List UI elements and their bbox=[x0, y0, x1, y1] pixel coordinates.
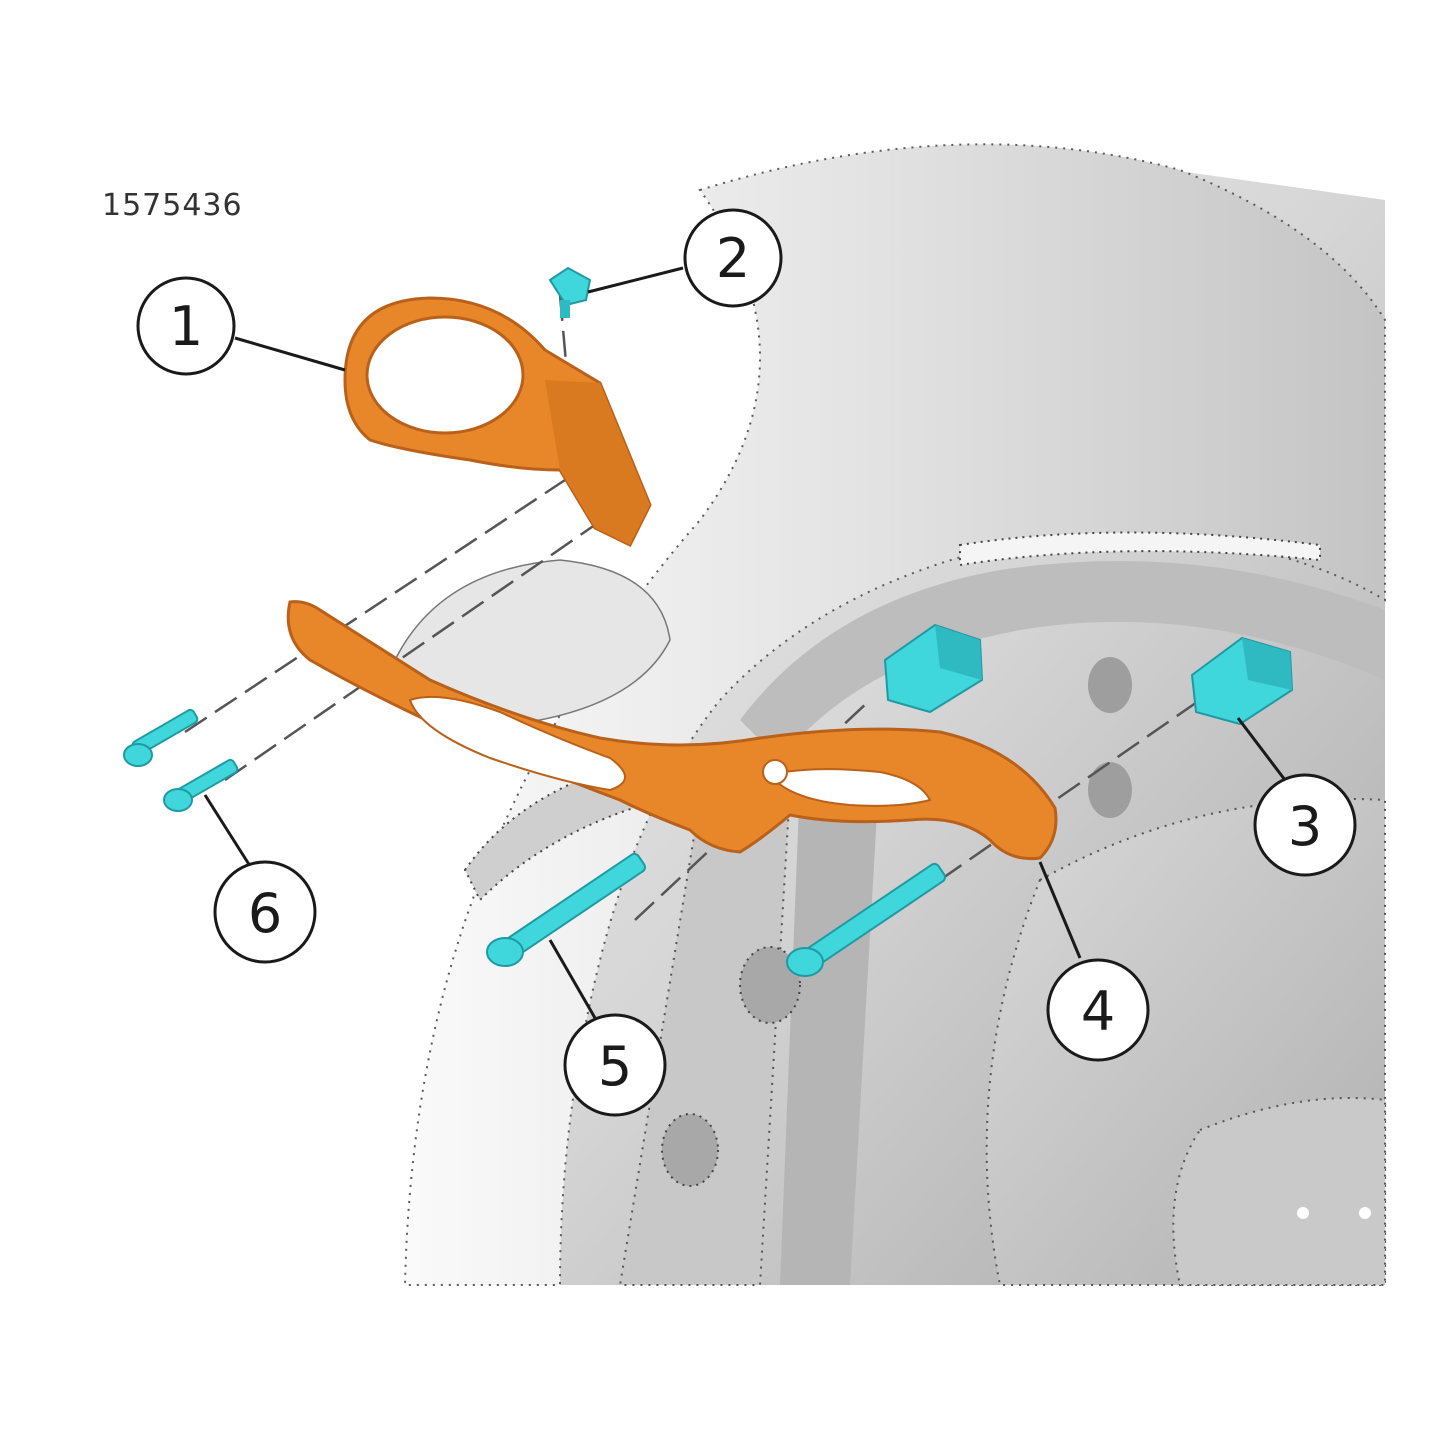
callout-number: 3 bbox=[1288, 795, 1322, 858]
callout-1: 1 bbox=[136, 276, 236, 376]
disc-hub bbox=[1172, 1097, 1386, 1286]
callout-number: 1 bbox=[169, 295, 203, 358]
fender bbox=[403, 143, 1386, 1286]
callout-5: 5 bbox=[563, 1013, 667, 1117]
callout-leaders bbox=[203, 266, 1287, 1019]
bolt-left bbox=[486, 852, 646, 967]
callout-number: 6 bbox=[248, 882, 282, 945]
screw-top bbox=[548, 266, 592, 318]
bracket-slot bbox=[768, 768, 932, 807]
bracket-hole bbox=[762, 759, 788, 785]
callout-6: 6 bbox=[213, 860, 317, 964]
figure-id-label: 1575436 bbox=[102, 188, 243, 223]
mount-boss bbox=[1088, 657, 1132, 713]
spacer-left bbox=[883, 623, 984, 714]
disc-hole bbox=[1297, 1207, 1309, 1219]
bracket-part bbox=[286, 600, 1058, 861]
callout-number: 4 bbox=[1081, 980, 1115, 1043]
mount-boss bbox=[661, 1113, 719, 1187]
callout-number: 5 bbox=[598, 1035, 632, 1098]
bolt-right bbox=[786, 862, 946, 977]
screw-left-upper bbox=[123, 708, 199, 767]
callout-3: 3 bbox=[1253, 773, 1357, 877]
fork-leg bbox=[618, 788, 792, 1286]
clamp-opening bbox=[365, 315, 525, 435]
bracket-slot bbox=[408, 695, 626, 792]
screw-left-lower bbox=[163, 758, 239, 812]
disc-hole bbox=[1359, 1207, 1371, 1219]
callout-4: 4 bbox=[1046, 958, 1150, 1062]
spacer-right bbox=[1190, 636, 1294, 726]
mount-boss bbox=[1088, 762, 1132, 818]
callout-number: 2 bbox=[716, 227, 750, 290]
fender-slot bbox=[959, 531, 1321, 567]
fork-leg-inner bbox=[780, 760, 880, 1285]
clamp-part bbox=[343, 296, 652, 547]
callout-2: 2 bbox=[683, 208, 783, 308]
mount-boss bbox=[739, 946, 801, 1024]
fender-inner bbox=[740, 561, 1385, 760]
